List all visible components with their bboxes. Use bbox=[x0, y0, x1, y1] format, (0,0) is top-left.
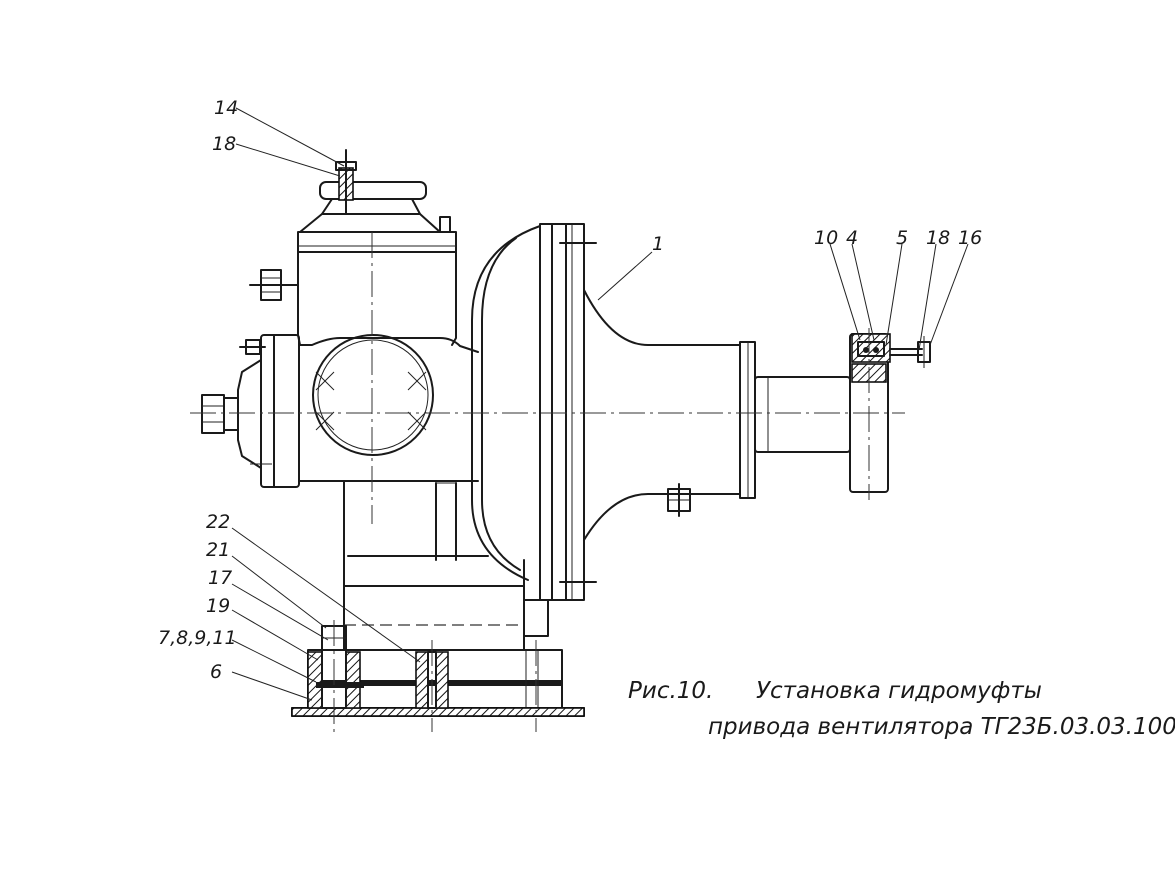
right-bolt-18-16 bbox=[889, 336, 931, 368]
label-6: 6 bbox=[210, 661, 222, 683]
label-18-top: 18 bbox=[212, 133, 236, 155]
foundation-bolt-left bbox=[307, 625, 364, 709]
caption-line1: Установка гидромуфты bbox=[756, 678, 1042, 704]
caption-line2: привода вентилятора ТГ23Б.03.03.100 bbox=[708, 714, 1175, 740]
part-labels: 14 18 1 10 4 5 18 16 22 21 17 19 7,8,9,1… bbox=[158, 97, 982, 683]
caption-fig: Рис.10. bbox=[628, 678, 713, 704]
gear-body bbox=[298, 337, 489, 561]
leader-lines bbox=[231, 107, 969, 701]
figure-caption: Рис.10. Установка гидромуфты привода вен… bbox=[628, 678, 1175, 740]
top-cap bbox=[299, 181, 441, 233]
inspection-cover bbox=[312, 334, 434, 456]
pedestal bbox=[343, 559, 549, 651]
label-16: 16 bbox=[958, 227, 982, 249]
label-4: 4 bbox=[846, 227, 858, 249]
label-19: 19 bbox=[206, 595, 230, 617]
bolt-14-18 bbox=[335, 149, 357, 215]
label-17: 17 bbox=[208, 567, 232, 589]
left-nut bbox=[201, 394, 239, 434]
label-14: 14 bbox=[214, 97, 238, 119]
centerlines bbox=[190, 232, 905, 732]
right-housing bbox=[583, 289, 851, 541]
label-7-8-9-11: 7,8,9,11 bbox=[158, 627, 237, 649]
label-18-right: 18 bbox=[926, 227, 950, 249]
label-21: 21 bbox=[206, 539, 230, 561]
label-5: 5 bbox=[896, 227, 908, 249]
label-1: 1 bbox=[652, 233, 664, 255]
left-flange bbox=[237, 334, 300, 488]
label-22: 22 bbox=[206, 511, 230, 533]
drain-plug bbox=[667, 483, 691, 517]
coupling-dome bbox=[471, 223, 597, 601]
left-bolt-upper bbox=[249, 269, 299, 301]
top-housing bbox=[297, 216, 457, 346]
label-10: 10 bbox=[814, 227, 838, 249]
